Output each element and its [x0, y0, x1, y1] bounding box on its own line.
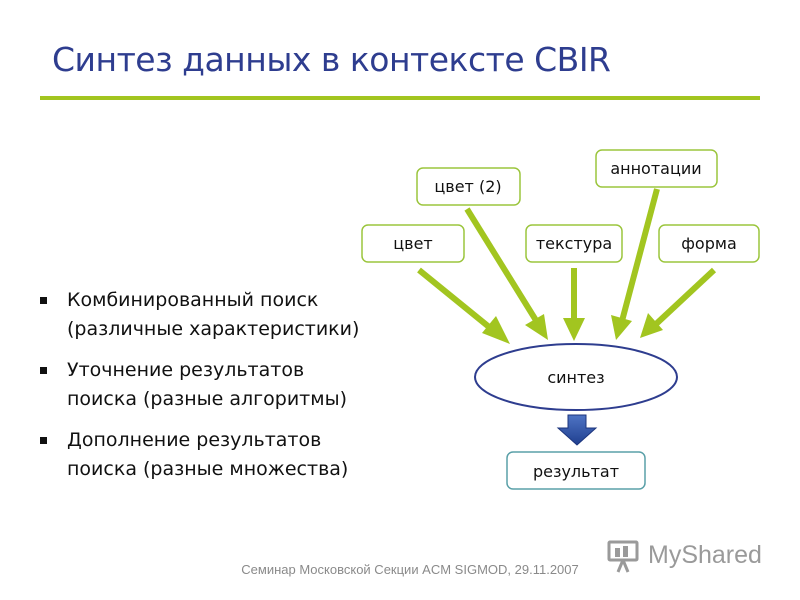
feature-label-annotations: аннотации — [610, 159, 701, 178]
feature-box-annotations: аннотации — [595, 149, 718, 188]
feature-label-shape: форма — [681, 234, 737, 253]
square-bullet-icon — [40, 437, 47, 444]
bullet-text-line: поиска (разные алгоритмы) — [67, 388, 347, 410]
result-label: результат — [533, 462, 619, 481]
slide-footer: Семинар Московской Секции ACM SIGMOD, 29… — [241, 562, 579, 577]
bullet-item: Уточнение результатов поиска (разные алг… — [40, 356, 420, 414]
feature-box-texture: текстура — [525, 224, 623, 263]
bullet-text-line: Комбинированный поиск — [67, 289, 319, 311]
synthesis-node: синтез — [474, 343, 678, 411]
result-box: результат — [506, 451, 646, 490]
presentation-board-icon — [607, 540, 639, 573]
arrow-color2-to-synthesis — [464, 207, 548, 340]
arrow-shape-to-synthesis — [640, 267, 717, 338]
square-bullet-icon — [40, 297, 47, 304]
feature-label-color: цвет — [393, 234, 432, 253]
arrow-color-to-synthesis — [417, 267, 510, 344]
feature-label-texture: текстура — [536, 234, 612, 253]
bullet-text-line: Дополнение результатов — [67, 429, 322, 451]
watermark: MyShared — [606, 536, 766, 576]
square-bullet-icon — [40, 367, 47, 374]
synthesis-label: синтез — [547, 368, 604, 387]
feature-box-color2: цвет (2) — [416, 167, 521, 206]
title-underline — [40, 96, 760, 100]
arrow-annotations-to-synthesis — [611, 188, 660, 340]
down-arrow-icon — [556, 414, 598, 446]
feature-label-color2: цвет (2) — [434, 177, 501, 196]
feature-box-color: цвет — [361, 224, 465, 263]
bullet-item: Комбинированный поиск (различные характе… — [40, 286, 420, 344]
bullet-text-line: Уточнение результатов — [67, 359, 305, 381]
bullet-item: Дополнение результатов поиска (разные мн… — [40, 426, 420, 484]
bullet-list: Комбинированный поиск (различные характе… — [40, 286, 420, 496]
slide-title: Синтез данных в контексте CBIR — [52, 40, 611, 79]
bullet-text-line: (различные характеристики) — [67, 318, 360, 340]
feature-arrows — [417, 188, 717, 344]
arrow-texture-to-synthesis — [563, 268, 585, 341]
watermark-text: MyShared — [648, 541, 762, 569]
bullet-text-line: поиска (разные множества) — [67, 458, 349, 480]
feature-box-shape: форма — [658, 224, 760, 263]
